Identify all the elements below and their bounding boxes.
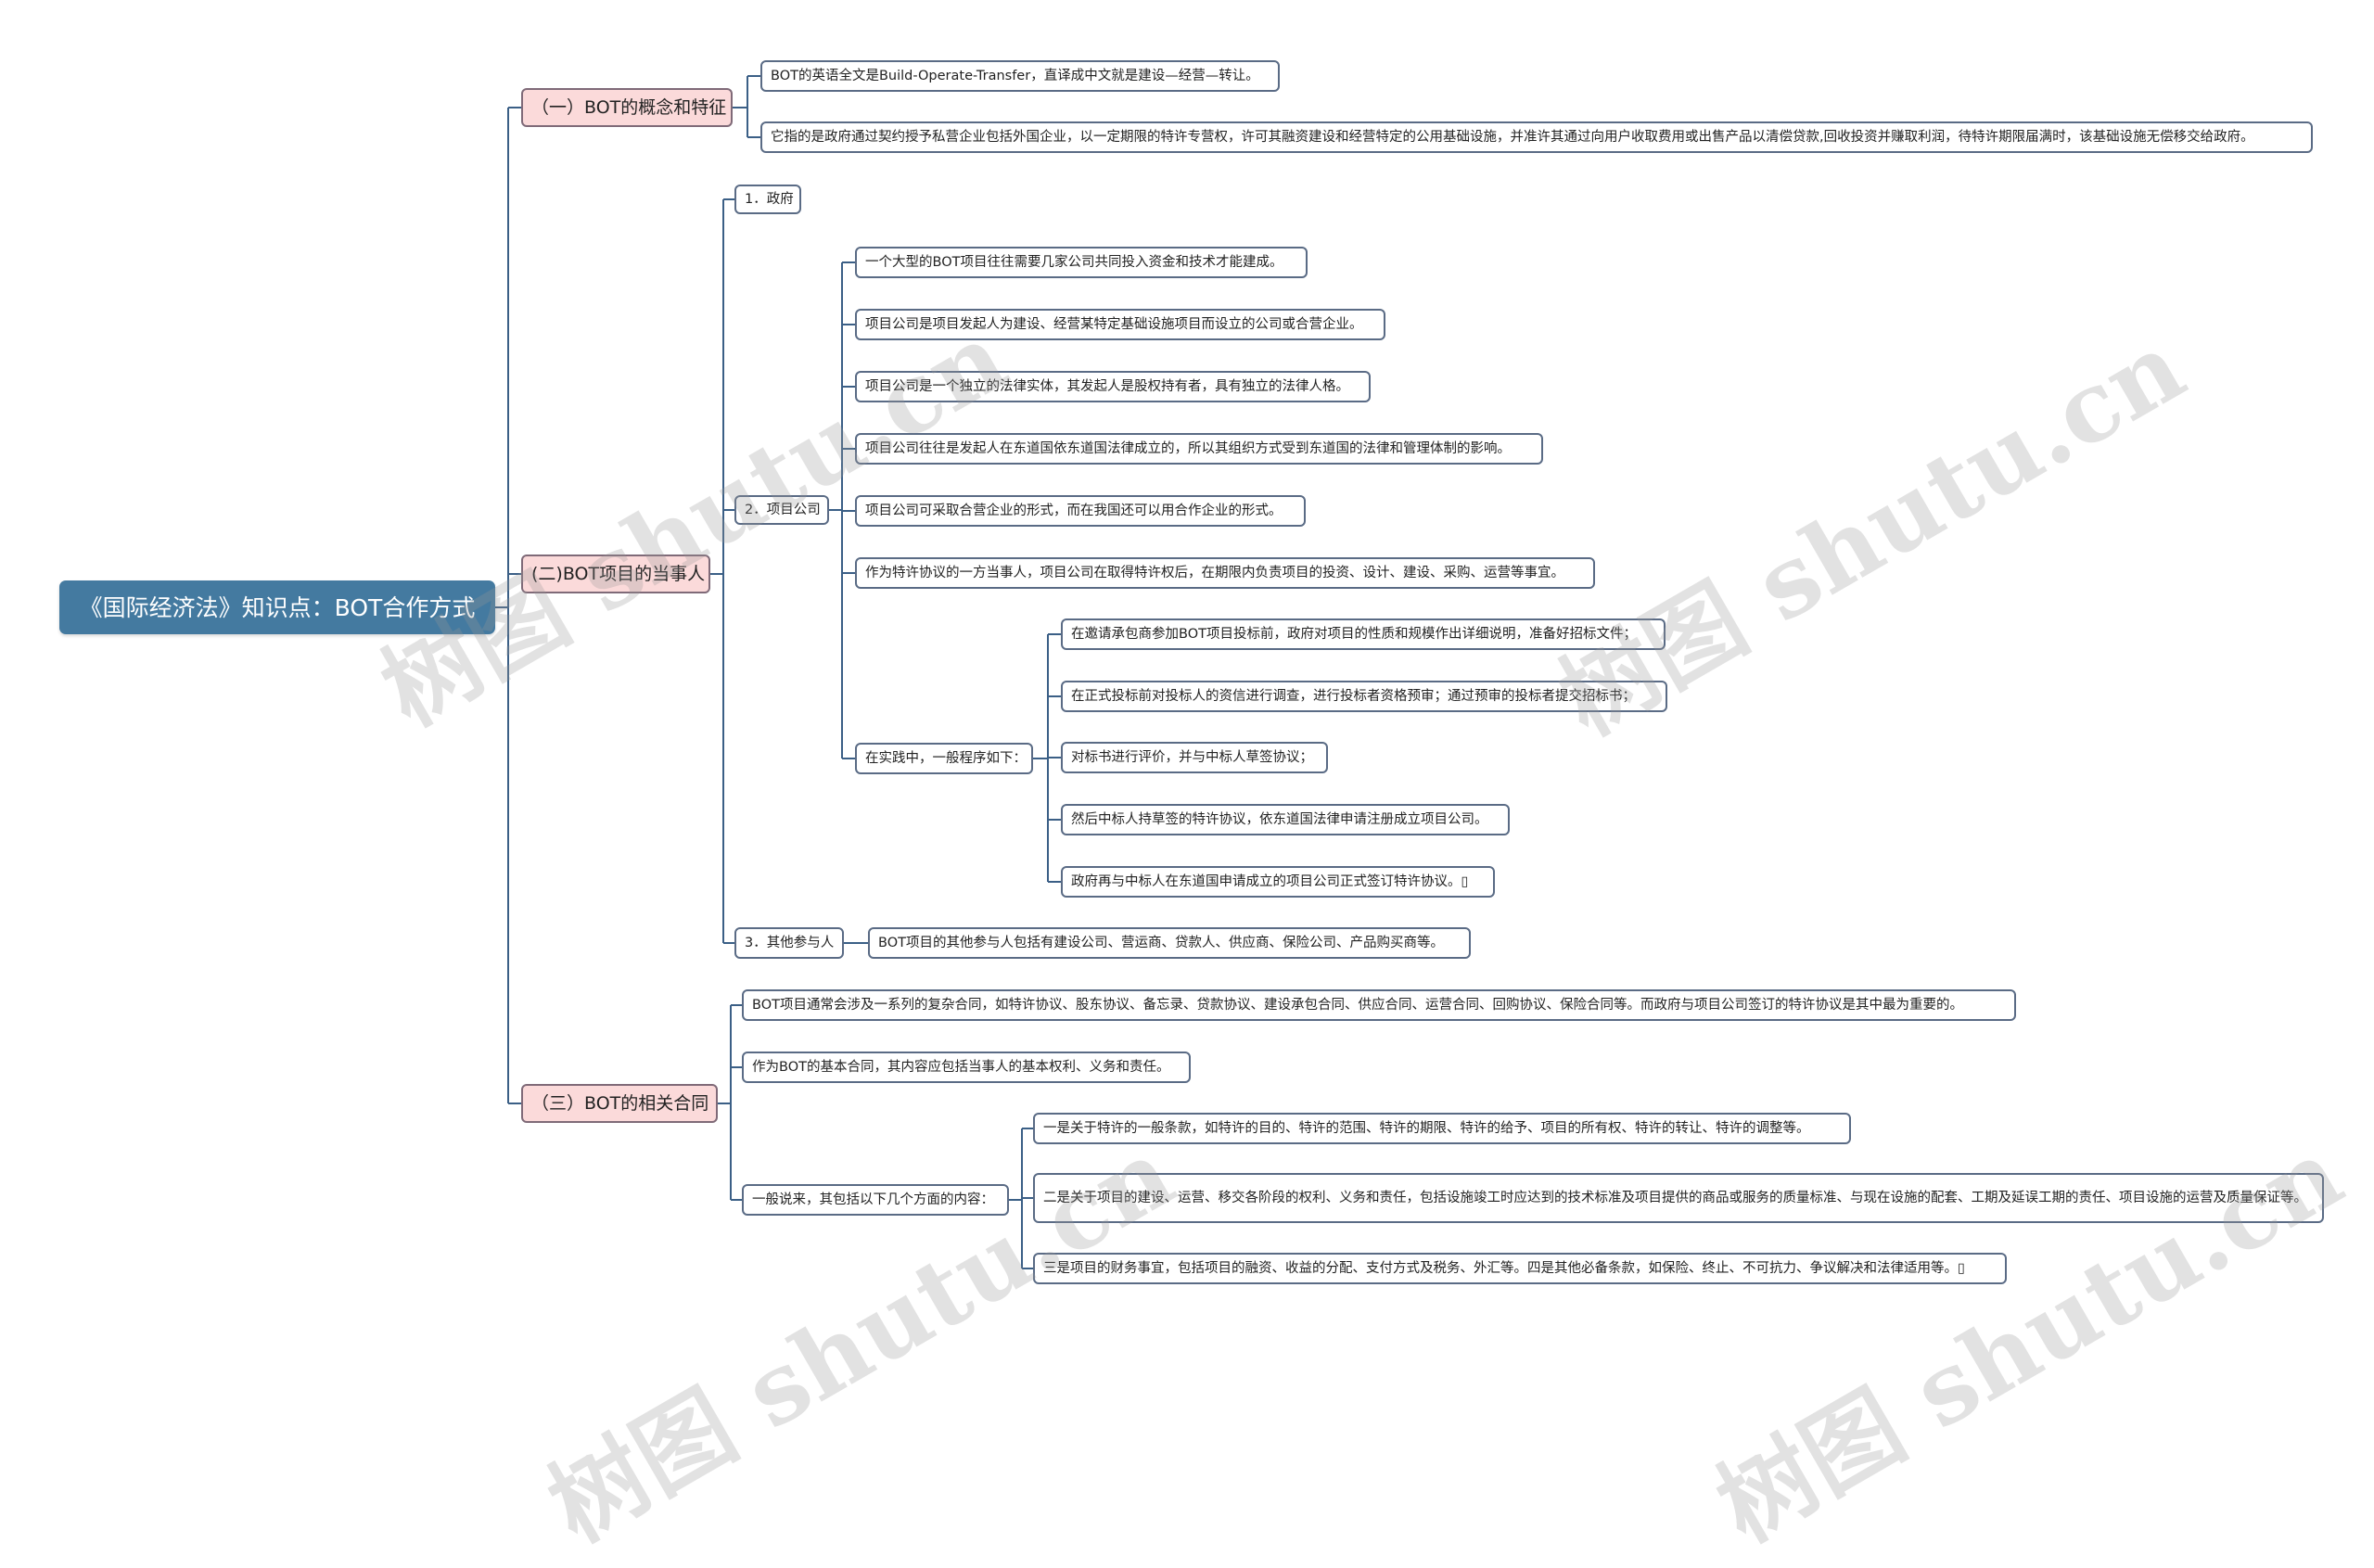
branch-concept[interactable]: （一）BOT的概念和特征 [521, 88, 733, 127]
practice-step-2[interactable]: 在正式投标前对投标人的资信进行调查，进行投标者资格预审；通过预审的投标者提交招标… [1061, 681, 1667, 712]
general-item-3[interactable]: 三是项目的财务事宜，包括项目的融资、收益的分配、支付方式及税务、外汇等。四是其他… [1033, 1253, 2007, 1284]
party-others[interactable]: 3．其他参与人 [734, 927, 844, 959]
branch-contracts[interactable]: （三）BOT的相关合同 [521, 1084, 718, 1123]
general-item-2[interactable]: 二是关于项目的建设、运营、移交各阶段的权利、义务和责任，包括设施竣工时应达到的技… [1033, 1173, 2324, 1223]
connector-branch-parties [710, 198, 734, 944]
party-government[interactable]: 1．政府 [734, 185, 801, 214]
company-practice[interactable]: 在实践中，一般程序如下： [855, 743, 1033, 774]
contract-general[interactable]: 一般说来，其包括以下几个方面的内容： [742, 1184, 1009, 1216]
general-item-1[interactable]: 一是关于特许的一般条款，如特许的目的、特许的范围、特许的期限、特许的给予、项目的… [1033, 1113, 1851, 1144]
connector-branch-contracts [718, 1004, 742, 1201]
practice-step-3[interactable]: 对标书进行评价，并与中标人草签协议； [1061, 742, 1328, 773]
contract-item-2[interactable]: 作为BOT的基本合同，其内容应包括当事人的基本权利、义务和责任。 [742, 1052, 1191, 1083]
branch-parties[interactable]: (二)BOT项目的当事人 [521, 555, 710, 593]
company-item-2[interactable]: 项目公司是项目发起人为建设、经营某特定基础设施项目而设立的公司或合营企业。 [855, 309, 1385, 340]
company-item-1[interactable]: 一个大型的BOT项目往往需要几家公司共同投入资金和技术才能建成。 [855, 247, 1308, 278]
company-item-5[interactable]: 项目公司可采取合营企业的形式，而在我国还可以用合作企业的形式。 [855, 495, 1306, 527]
connector-root-topic [495, 107, 521, 1104]
root-topic[interactable]: 《国际经济法》知识点：BOT合作方式 [59, 580, 495, 634]
connector-company-practice [1033, 633, 1061, 883]
connector-lines [495, 75, 1061, 1269]
practice-step-5[interactable]: 政府再与中标人在东道国申请成立的项目公司正式签订特许协议。▯ [1061, 866, 1495, 898]
concept-item-1[interactable]: BOT的英语全文是Build-Operate-Transfer，直译成中文就是建… [760, 60, 1280, 92]
connector-branch-concept [733, 75, 760, 138]
company-item-4[interactable]: 项目公司往往是发起人在东道国依东道国法律成立的，所以其组织方式受到东道国的法律和… [855, 433, 1543, 465]
practice-step-1[interactable]: 在邀请承包商参加BOT项目投标前，政府对项目的性质和规模作出详细说明，准备好招标… [1061, 618, 1666, 650]
connector-contract-general [1009, 1128, 1033, 1269]
company-item-6[interactable]: 作为特许协议的一方当事人，项目公司在取得特许权后，在期限内负责项目的投资、设计、… [855, 557, 1595, 589]
concept-item-2[interactable]: 它指的是政府通过契约授予私营企业包括外国企业，以一定期限的特许专营权，许可其融资… [760, 121, 2313, 153]
others-item[interactable]: BOT项目的其他参与人包括有建设公司、营运商、贷款人、供应商、保险公司、产品购买… [868, 927, 1471, 959]
practice-step-4[interactable]: 然后中标人持草签的特许协议，依东道国法律申请注册成立项目公司。 [1061, 804, 1510, 835]
contract-item-1[interactable]: BOT项目通常会涉及一系列的复杂合同，如特许协议、股东协议、备忘录、贷款协议、建… [742, 989, 2016, 1021]
party-project-company[interactable]: 2．项目公司 [734, 495, 829, 525]
connector-party-project-company [829, 261, 855, 759]
company-item-3[interactable]: 项目公司是一个独立的法律实体，其发起人是股权持有者，具有独立的法律人格。 [855, 371, 1371, 402]
